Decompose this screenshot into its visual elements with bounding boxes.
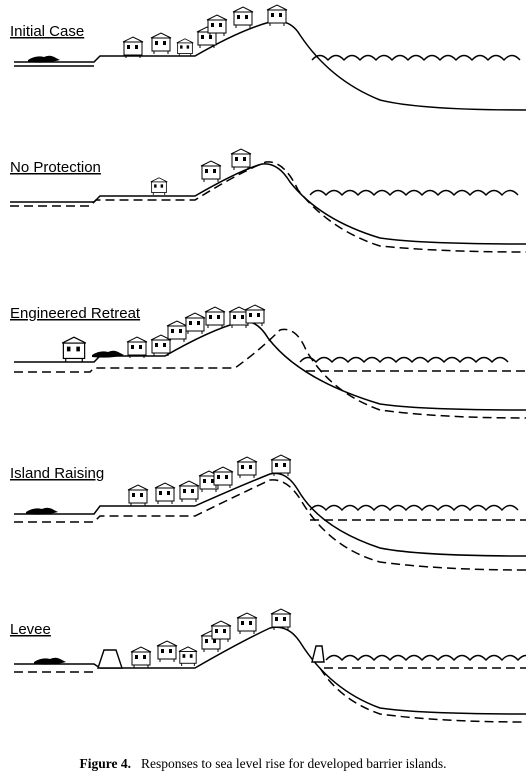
house-icon xyxy=(204,306,226,329)
panel-engineered-retreat: Engineered Retreat xyxy=(10,304,526,419)
panel-title-no-protection: No Protection xyxy=(10,159,101,176)
future-profile xyxy=(10,161,526,253)
house-icon xyxy=(130,646,152,669)
house-icon xyxy=(270,454,292,477)
ground-profile xyxy=(14,320,526,411)
house-icon xyxy=(156,640,178,663)
sea-waves xyxy=(311,54,521,61)
panel-island-raising: Island Raising xyxy=(10,454,526,571)
house-icon xyxy=(127,484,149,507)
house-icon xyxy=(236,456,258,479)
seawall xyxy=(311,645,325,663)
house-icon xyxy=(270,608,292,631)
house-icon xyxy=(61,336,87,363)
ground-profile xyxy=(14,472,526,557)
ground-profile xyxy=(14,626,526,715)
house-icon xyxy=(230,148,252,171)
house-icon xyxy=(150,177,168,196)
house-icon xyxy=(126,336,148,359)
caption-label: Figure 4. xyxy=(79,756,131,771)
original-profile xyxy=(14,479,526,571)
house-icon xyxy=(200,160,222,183)
panel-title-island-raising: Island Raising xyxy=(10,465,104,482)
panel-levee: Levee xyxy=(10,608,526,723)
levee-wall xyxy=(97,649,123,669)
sea-waves xyxy=(325,654,526,661)
house-icon xyxy=(236,612,258,635)
caption-text: Responses to sea level rise for develope… xyxy=(141,756,447,771)
sea-waves xyxy=(309,189,519,196)
house-icon xyxy=(154,482,176,505)
ground-profile xyxy=(10,163,526,245)
panel-title-engineered-retreat: Engineered Retreat xyxy=(10,305,141,322)
ground-profile xyxy=(14,20,526,111)
figure-caption: Figure 4. Responses to sea level rise fo… xyxy=(79,755,446,772)
house-icon xyxy=(166,320,188,343)
panel-initial-case: Initial Case xyxy=(10,4,526,111)
house-icon xyxy=(212,466,234,489)
house-icon xyxy=(244,304,266,327)
house-icon xyxy=(184,312,206,335)
panel-title-levee: Levee xyxy=(10,621,51,638)
sea-waves xyxy=(309,504,519,511)
house-icon xyxy=(210,620,232,643)
future-profile xyxy=(14,328,526,419)
panel-no-protection: No Protection xyxy=(10,148,526,253)
sea-waves xyxy=(299,356,509,363)
panel-title-initial-case: Initial Case xyxy=(10,23,84,40)
future-profile xyxy=(14,667,526,723)
house-icon xyxy=(178,646,198,667)
house-icon xyxy=(178,480,200,503)
